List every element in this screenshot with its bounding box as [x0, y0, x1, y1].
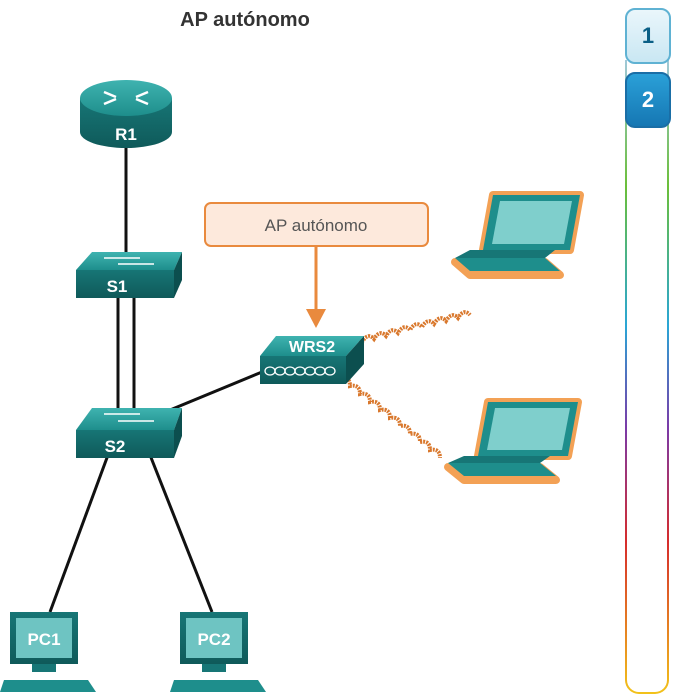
wireless-link-lower [339, 375, 442, 459]
switch-arrows-icon [104, 257, 154, 265]
step-navigation: 1 2 [624, 0, 672, 697]
router-label: R1 [115, 125, 137, 144]
router-arrows-icon [103, 90, 149, 106]
laptop-upper[interactable] [451, 191, 584, 279]
callout-arrow-icon [306, 309, 326, 328]
pc-pc2[interactable]: PC2 [170, 612, 266, 692]
wireless-link-upper [348, 310, 472, 347]
cable-s2-pc2 [148, 454, 214, 613]
step-button-2[interactable]: 2 [625, 72, 671, 128]
wireless-links [339, 310, 472, 459]
router-r1[interactable]: R1 [80, 80, 172, 148]
switch-arrows-icon [104, 413, 154, 422]
step-button-1[interactable]: 1 [625, 8, 671, 64]
callout-label: AP autónomo [265, 216, 368, 235]
network-diagram: R1 S1 S2 WRS2 AP autón [0, 80, 584, 692]
page-title: AP autónomo [180, 9, 310, 31]
cables [48, 148, 263, 613]
switch-s2-label: S2 [105, 437, 126, 456]
laptop-lower[interactable] [444, 398, 582, 484]
step-rail [625, 60, 669, 694]
pc2-label: PC2 [197, 630, 230, 649]
wireless-router-label: WRS2 [289, 339, 335, 356]
wireless-router-wrs2[interactable]: WRS2 [260, 336, 364, 384]
pc-pc1[interactable]: PC1 [0, 612, 96, 692]
cable-s2-wrs2 [169, 370, 263, 412]
antenna-waves-icon [264, 366, 336, 376]
cable-s2-pc1 [48, 454, 110, 613]
switch-s2[interactable]: S2 [76, 408, 182, 458]
pc1-label: PC1 [27, 630, 60, 649]
switch-s1-label: S1 [107, 277, 128, 296]
callout: AP autónomo [204, 202, 429, 328]
switch-s1[interactable]: S1 [76, 252, 182, 298]
